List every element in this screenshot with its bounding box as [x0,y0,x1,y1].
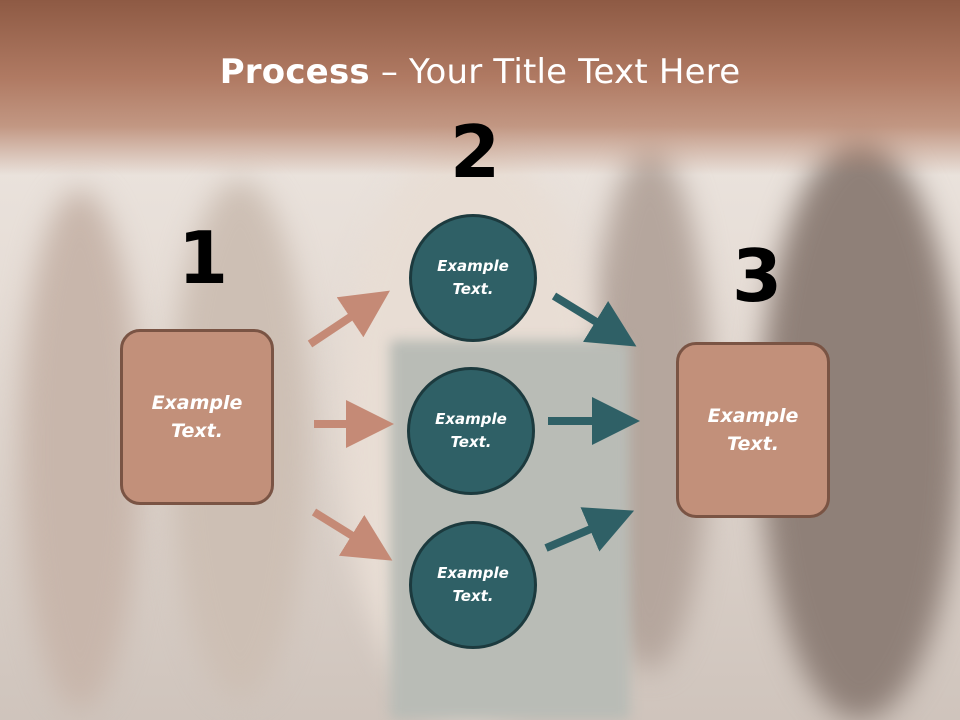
arrow-from-node-3 [544,507,635,552]
node-circle-1[interactable]: Example Text. [409,214,537,342]
step-number-1: 1 [178,216,229,300]
title-bold: Process [219,52,370,92]
arrow-to-node-3 [311,508,393,561]
title-rest: – Your Title Text Here [369,52,741,92]
node-circle-3[interactable]: Example Text. [409,521,537,649]
step-box-1[interactable]: Example Text. [120,329,274,505]
step-number-3: 3 [732,234,783,318]
node-circle-2-text: Example Text. [435,409,507,451]
node-circle-3-text: Example Text. [437,563,509,605]
arrow-to-node-1 [307,290,390,348]
step-box-3-text: Example Text. [707,404,799,456]
node-circle-2[interactable]: Example Text. [407,367,535,495]
arrow-from-node-1 [551,292,637,347]
node-circle-1-text: Example Text. [437,256,509,298]
step-number-2: 2 [450,110,501,194]
step-box-3[interactable]: Example Text. [676,342,830,518]
step-box-1-text: Example Text. [151,391,243,443]
page-title: Process – Your Title Text Here [0,52,960,92]
title-band [0,0,960,175]
